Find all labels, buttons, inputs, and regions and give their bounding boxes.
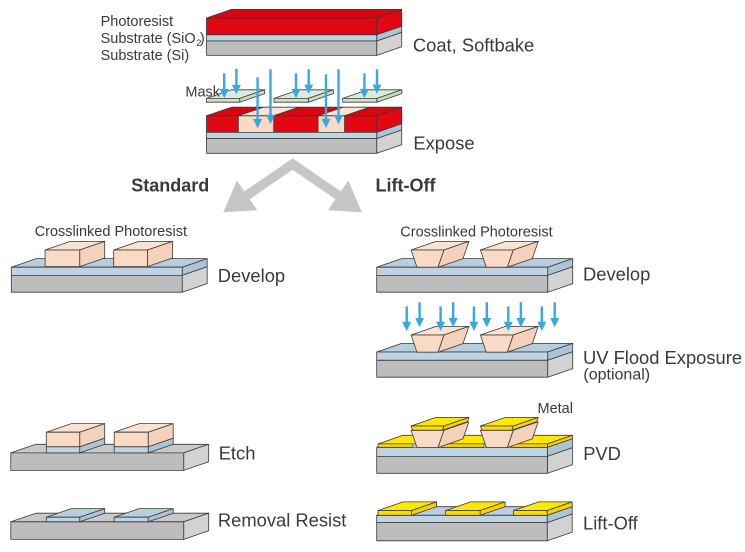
svg-text:(optional): (optional) bbox=[583, 366, 650, 383]
svg-text:Standard: Standard bbox=[131, 176, 209, 196]
svg-text:Crosslinked Photoresist: Crosslinked Photoresist bbox=[35, 224, 187, 240]
svg-text:Mask: Mask bbox=[185, 85, 220, 101]
svg-text:Photoresist: Photoresist bbox=[101, 14, 174, 30]
svg-text:PVD: PVD bbox=[583, 443, 621, 464]
svg-text:Coat, Softbake: Coat, Softbake bbox=[413, 35, 534, 56]
svg-text:2: 2 bbox=[196, 38, 201, 49]
svg-text:Removal Resist: Removal Resist bbox=[218, 509, 346, 530]
svg-text:Lift-Off: Lift-Off bbox=[583, 513, 639, 534]
svg-text:Metal: Metal bbox=[538, 401, 573, 417]
svg-text:Crosslinked Photoresist: Crosslinked Photoresist bbox=[400, 224, 552, 240]
svg-text:): ) bbox=[200, 31, 205, 47]
svg-text:Develop: Develop bbox=[583, 264, 650, 285]
svg-text:Substrate (SiO: Substrate (SiO bbox=[101, 31, 196, 47]
svg-text:UV Flood Exposure: UV Flood Exposure bbox=[583, 347, 742, 368]
svg-text:Substrate (Si): Substrate (Si) bbox=[101, 48, 190, 64]
svg-text:Etch: Etch bbox=[219, 443, 256, 464]
svg-text:Lift-Off: Lift-Off bbox=[376, 176, 437, 196]
svg-text:Develop: Develop bbox=[218, 265, 285, 286]
svg-text:Expose: Expose bbox=[413, 133, 474, 154]
